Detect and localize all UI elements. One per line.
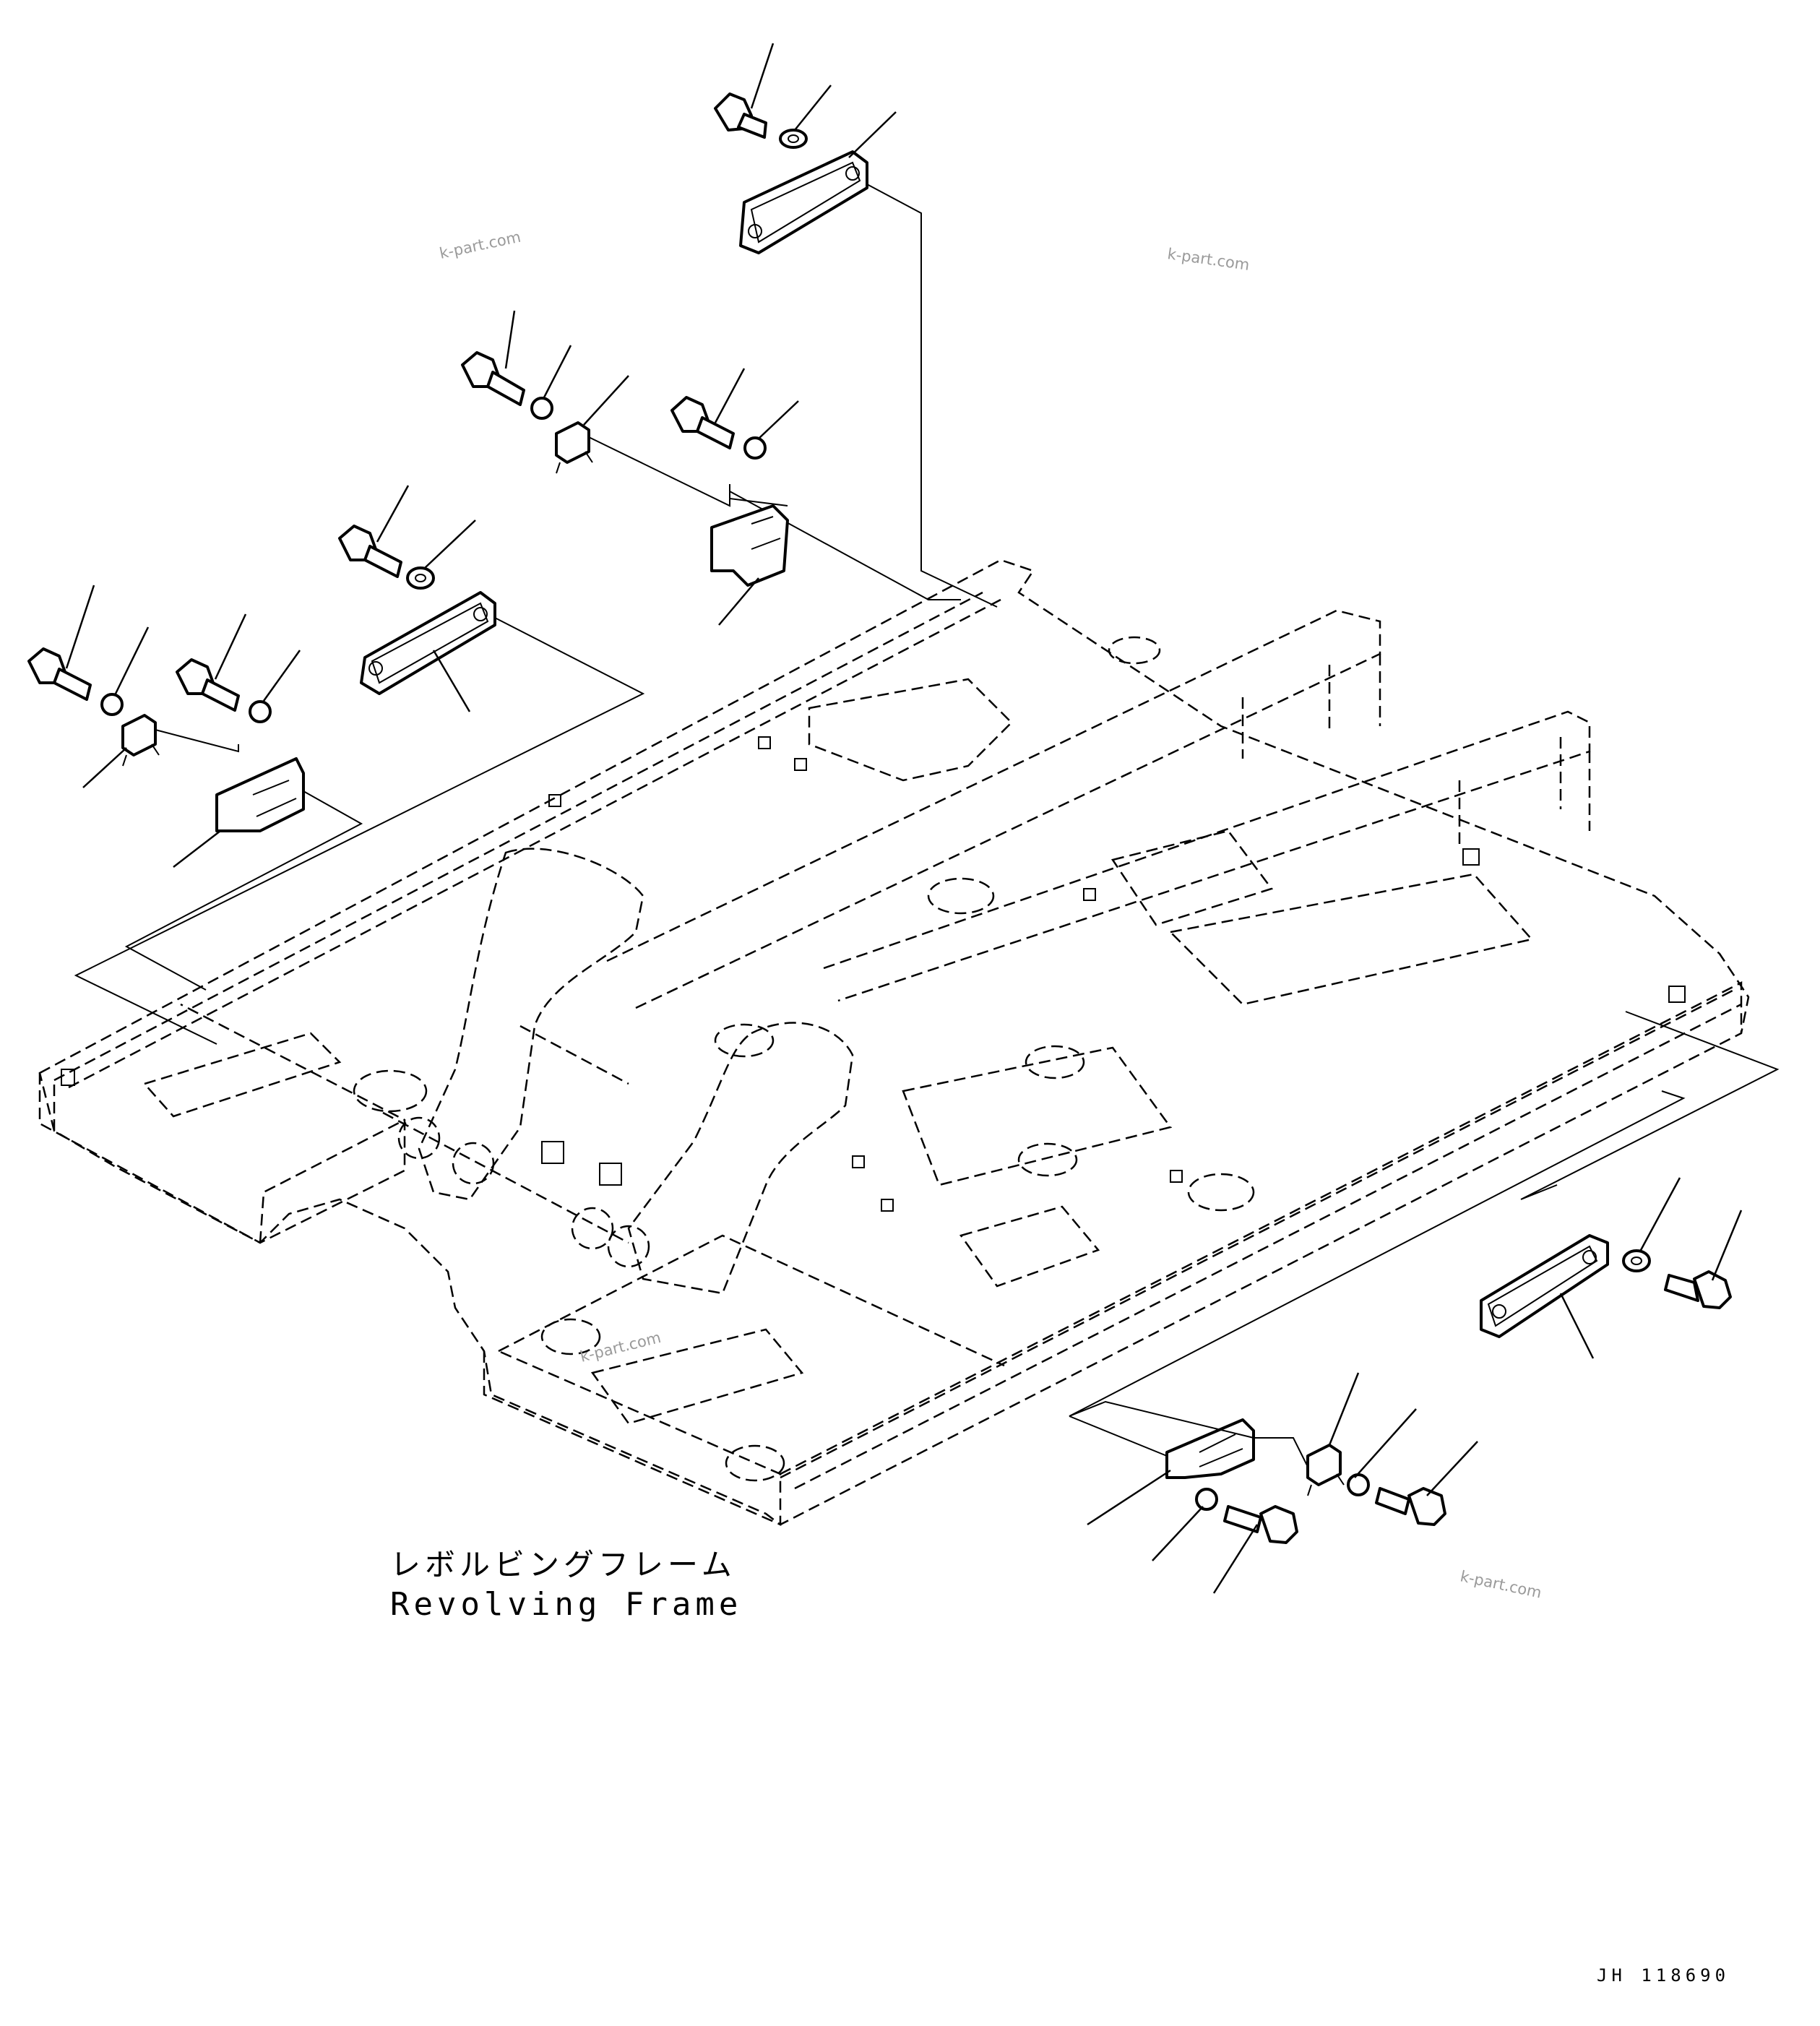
bolt-icon [27, 647, 92, 701]
cover-plate-icon [360, 591, 496, 695]
revolving-frame [38, 559, 1750, 1526]
bolt-icon [461, 351, 525, 406]
watermark: k-part.com [578, 1329, 663, 1366]
watermark: k-part.com [1166, 245, 1251, 274]
watermark: k-part.com [1459, 1567, 1543, 1601]
washer-icon [530, 397, 553, 420]
bracket-icon [1165, 1418, 1255, 1479]
part-group-mid-bracket-b [670, 368, 799, 626]
bolt-icon [714, 92, 767, 139]
bracket-icon [215, 757, 305, 832]
drawing-code: JH 118690 [1597, 1965, 1730, 1986]
washer-icon [743, 436, 767, 460]
part-group-left-cover [74, 485, 645, 1045]
frame-label-japanese: レボルビングフレーム [390, 1547, 736, 1582]
watermark: k-part.com [438, 228, 522, 262]
bolt-icon [1664, 1270, 1732, 1309]
part-group-top-cover [714, 43, 998, 608]
washer-icon [1347, 1473, 1370, 1496]
washer-icon [1195, 1488, 1218, 1511]
part-group-bottom-bracket [1069, 1090, 1686, 1594]
bolt-icon [670, 396, 735, 449]
bolt-icon [1375, 1487, 1446, 1526]
part-group-left-bracket [27, 585, 363, 991]
washer-icon [406, 566, 435, 590]
cover-plate-icon [739, 150, 868, 254]
bracket-icon [555, 421, 593, 474]
washer-icon [249, 700, 272, 723]
cover-plate-icon [1480, 1234, 1609, 1338]
bolt-icon [176, 658, 240, 712]
bracket-icon [710, 504, 789, 587]
washer-icon [100, 693, 124, 716]
bolt-icon [1223, 1505, 1298, 1544]
part-group-right-cover [1480, 1011, 1780, 1359]
bracket-icon [1306, 1444, 1345, 1496]
washer-icon [1622, 1249, 1651, 1272]
frame-label-english: Revolving Frame [390, 1586, 742, 1623]
bolt-icon [338, 525, 402, 578]
washer-icon [779, 129, 808, 149]
bracket-icon [121, 714, 160, 767]
